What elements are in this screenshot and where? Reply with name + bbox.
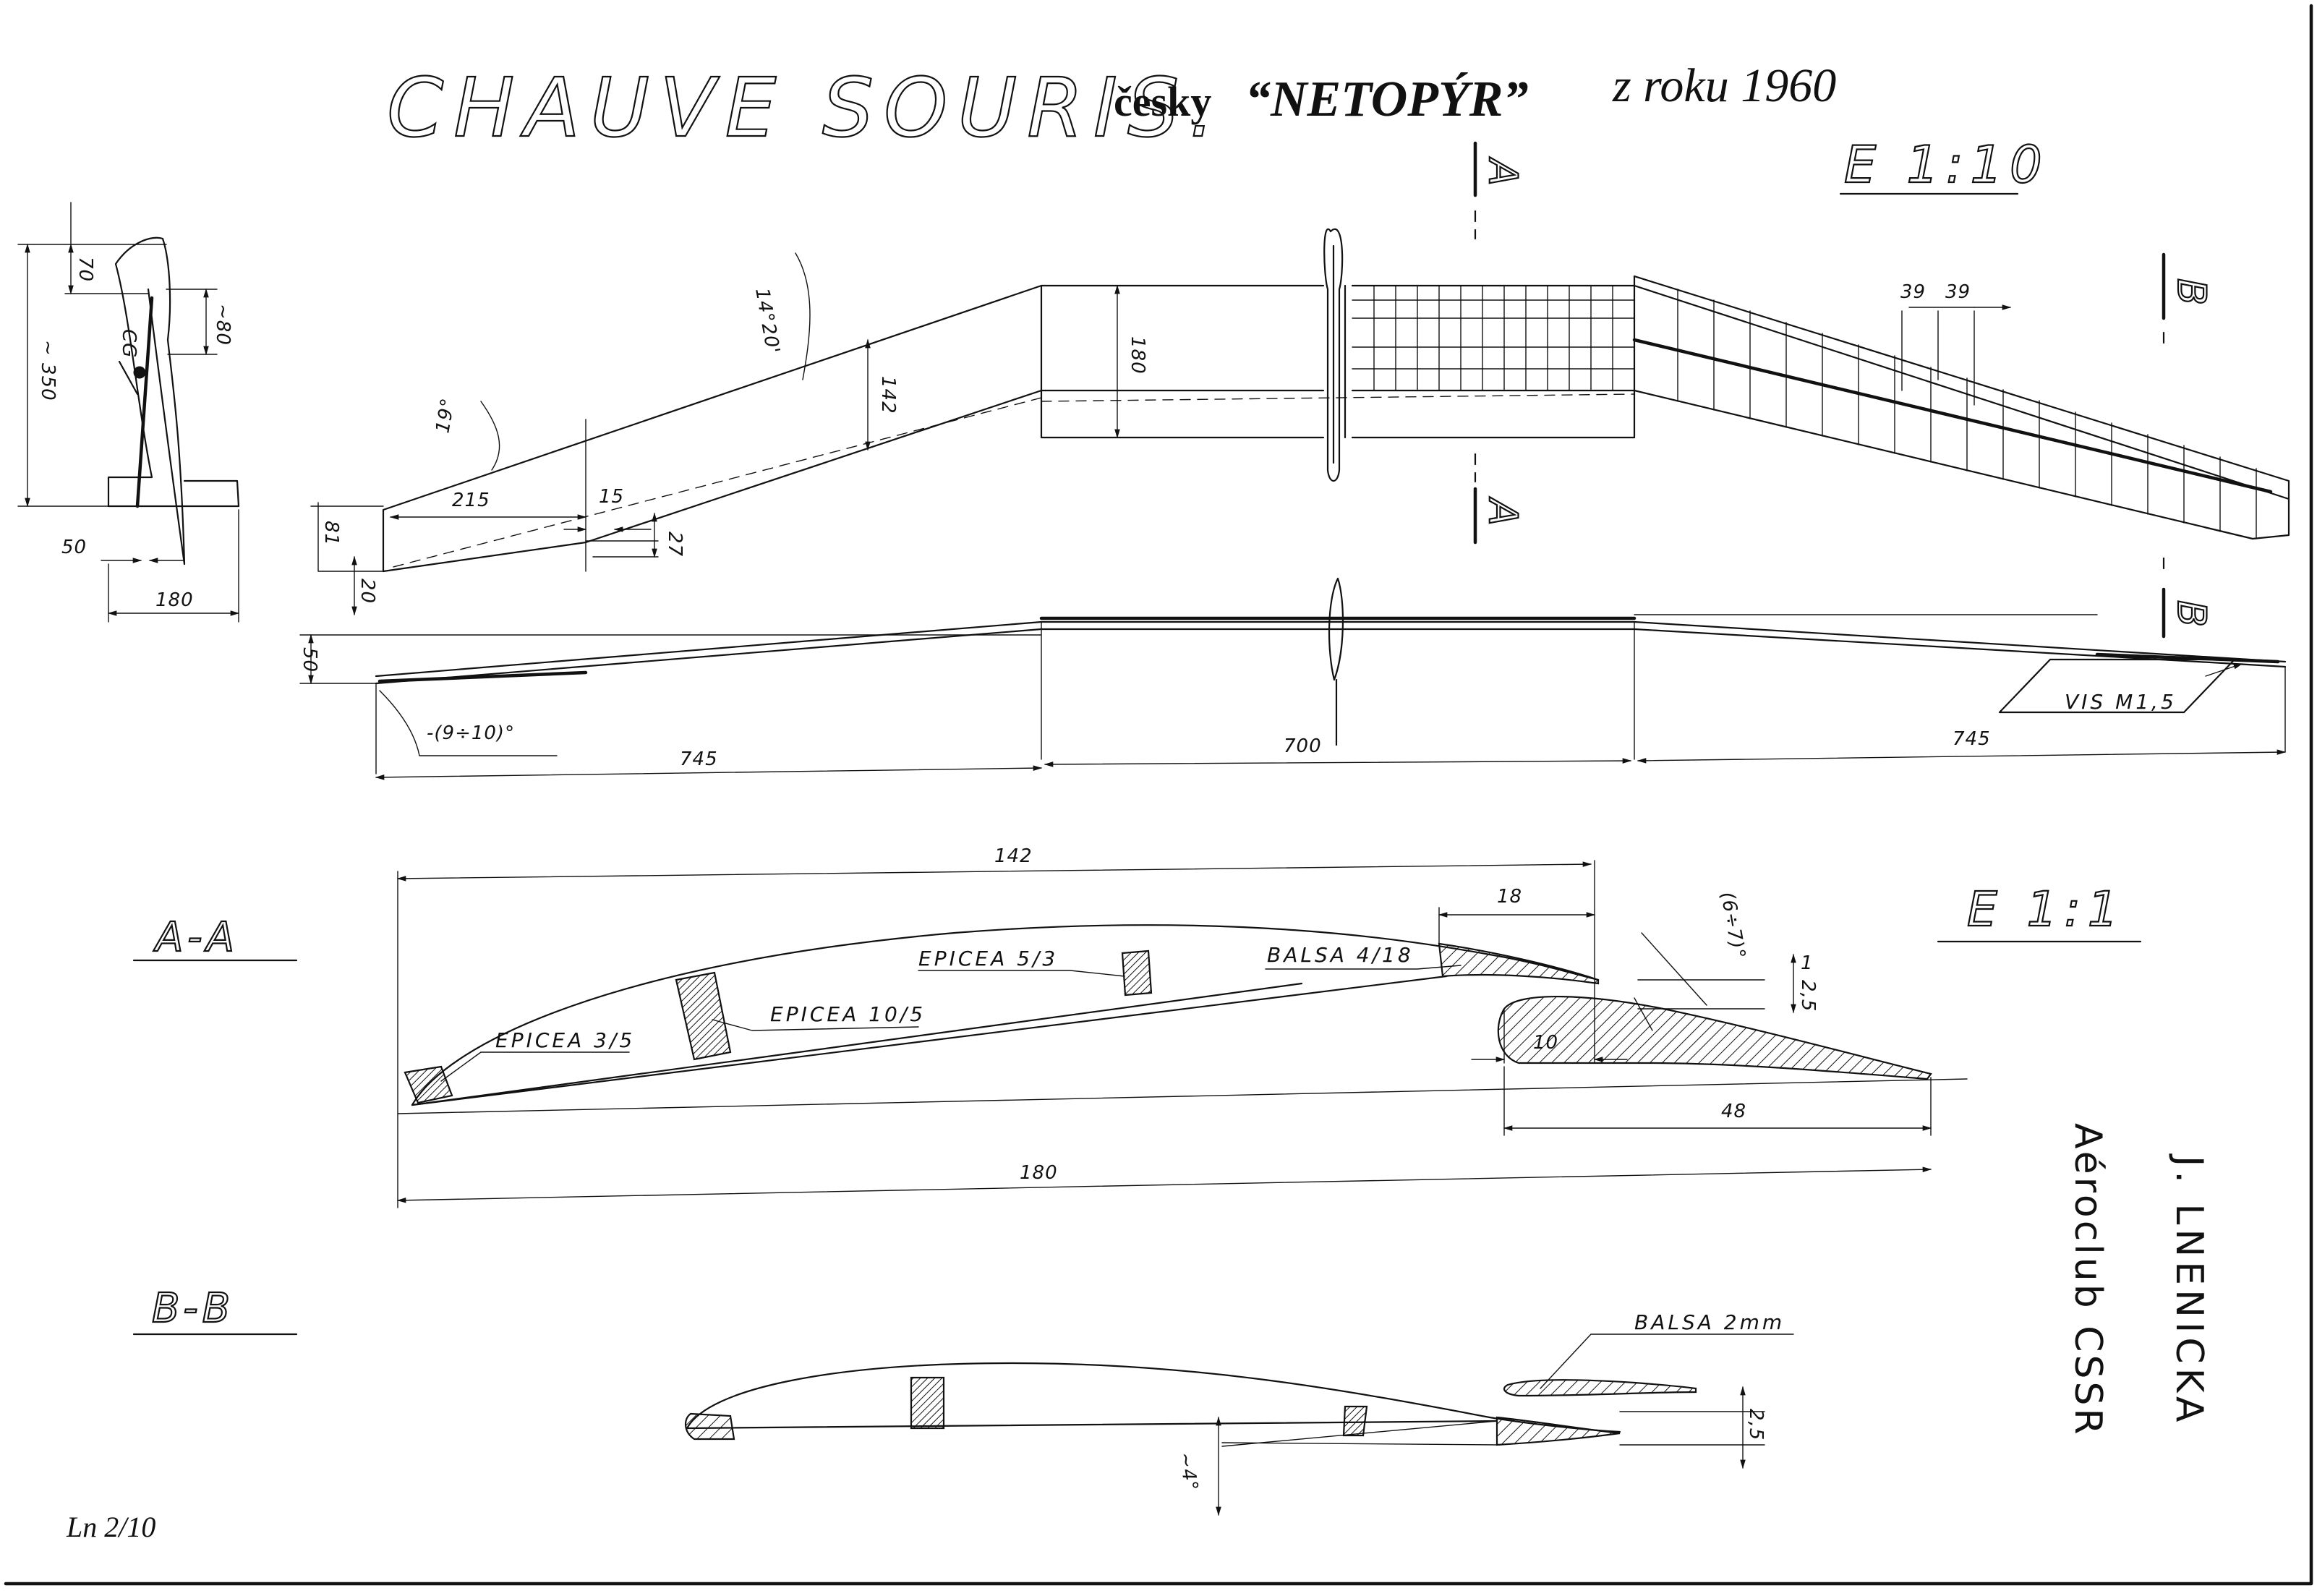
- front-view: 50 -(9÷10)° 745 700 745 VIS M1,5: [299, 577, 2287, 780]
- title-block: CHAUVE SOURIS. česky “NETOPÝR” z roku 19…: [386, 59, 1836, 156]
- aa-dim-48: 48: [1721, 1101, 1746, 1122]
- plan-dim-15: 15: [599, 486, 624, 508]
- front-screw-label: VIS M1,5: [2065, 690, 2177, 714]
- bb-dim-2-5: 2,5: [1745, 1409, 1767, 1441]
- title-cz-name: “NETOPÝR”: [1245, 72, 1529, 127]
- scale-profile: E 1:1: [1967, 882, 2125, 937]
- aa-angle: (6÷7)°: [1716, 890, 1749, 961]
- front-dim-dihedral: 50: [299, 647, 320, 673]
- aa-dim-10: 10: [1533, 1032, 1558, 1054]
- section-marker-a-bottom: A: [1480, 497, 1526, 526]
- credit-author: J. LNENICKA: [2167, 1153, 2211, 1426]
- aa-label-spar-le: EPICEA 3/5: [495, 1028, 635, 1052]
- section-bb-label: B-B: [152, 1285, 234, 1332]
- title-cz-prefix: česky: [1114, 78, 1211, 125]
- title-main: CHAUVE SOURIS.: [387, 61, 1225, 155]
- section-bb: B-B BALSA 2mm 2,5 ~4°: [132, 1284, 1794, 1516]
- side-cg-label: CG: [118, 329, 140, 358]
- section-markers: A A B B: [1473, 141, 2215, 639]
- aa-dim-chord: 180: [1020, 1162, 1058, 1184]
- plan-dim-center-chord: 180: [1127, 336, 1148, 375]
- aa-dim-1: 1: [1801, 952, 1814, 974]
- side-dim-fin: ~80: [212, 304, 234, 346]
- plan-rib-spacing-1: 39: [1900, 281, 1926, 303]
- plan-sweep-angle: 14°20': [751, 286, 784, 356]
- plan-dim-mid-chord: 142: [877, 376, 899, 414]
- plan-tip-angle: 19°: [432, 396, 459, 435]
- aa-dim-2-5: 2,5: [1797, 980, 1819, 1012]
- front-span-left: 745: [680, 748, 718, 770]
- section-marker-b-top: B: [2169, 278, 2214, 305]
- section-aa-label: A-A: [153, 914, 239, 961]
- plan-dim-81: 81: [320, 521, 342, 546]
- side-dim-height: ~ 350: [37, 340, 59, 401]
- center-ribs: [1344, 284, 1635, 439]
- plan-rib-spacing-2: 39: [1945, 281, 1971, 303]
- aa-label-spar-main: EPICEA 10/5: [770, 1002, 926, 1026]
- bb-label-trailing: BALSA 2mm: [1634, 1310, 1785, 1334]
- credit-club: Aéroclub CSSR: [2066, 1123, 2109, 1438]
- plan-dim-20: 20: [357, 579, 378, 604]
- front-span-right: 745: [1953, 728, 1991, 750]
- side-dim-top: 70: [74, 257, 96, 282]
- right-wing-ribs: [1677, 289, 2257, 539]
- bb-angle: ~4°: [1174, 1451, 1202, 1493]
- section-marker-a-top: A: [1480, 157, 1526, 186]
- aa-dim-front-chord: 142: [994, 845, 1033, 867]
- aa-label-spar-rear: EPICEA 5/3: [918, 947, 1058, 970]
- cg-point: [133, 366, 146, 379]
- sheet-border: [4, 4, 2313, 1586]
- front-washout: -(9÷10)°: [427, 722, 515, 744]
- plan-view: 180 142 14°20' 19° 215 15 27 81 20 39 39: [310, 228, 2290, 616]
- plan-dim-27: 27: [664, 532, 686, 557]
- aa-label-trailing: BALSA 4/18: [1267, 943, 1414, 967]
- sheet-id: Ln 2/10: [66, 1511, 155, 1543]
- front-span-center: 700: [1284, 735, 1322, 757]
- plan-dim-215: 215: [452, 490, 490, 511]
- side-dim-base: 50: [61, 537, 87, 558]
- aa-dim-18: 18: [1497, 886, 1522, 908]
- scale-plan: E 1:10: [1844, 135, 2049, 195]
- section-aa: A-A E 1:1 142 180 18 10 48 1: [132, 845, 2142, 1208]
- section-marker-b-bottom: B: [2169, 600, 2214, 627]
- side-view: CG ~ 350 70 ~80 50 180: [17, 202, 240, 623]
- title-year: z roku 1960: [1612, 59, 1836, 112]
- side-dim-width: 180: [155, 589, 194, 611]
